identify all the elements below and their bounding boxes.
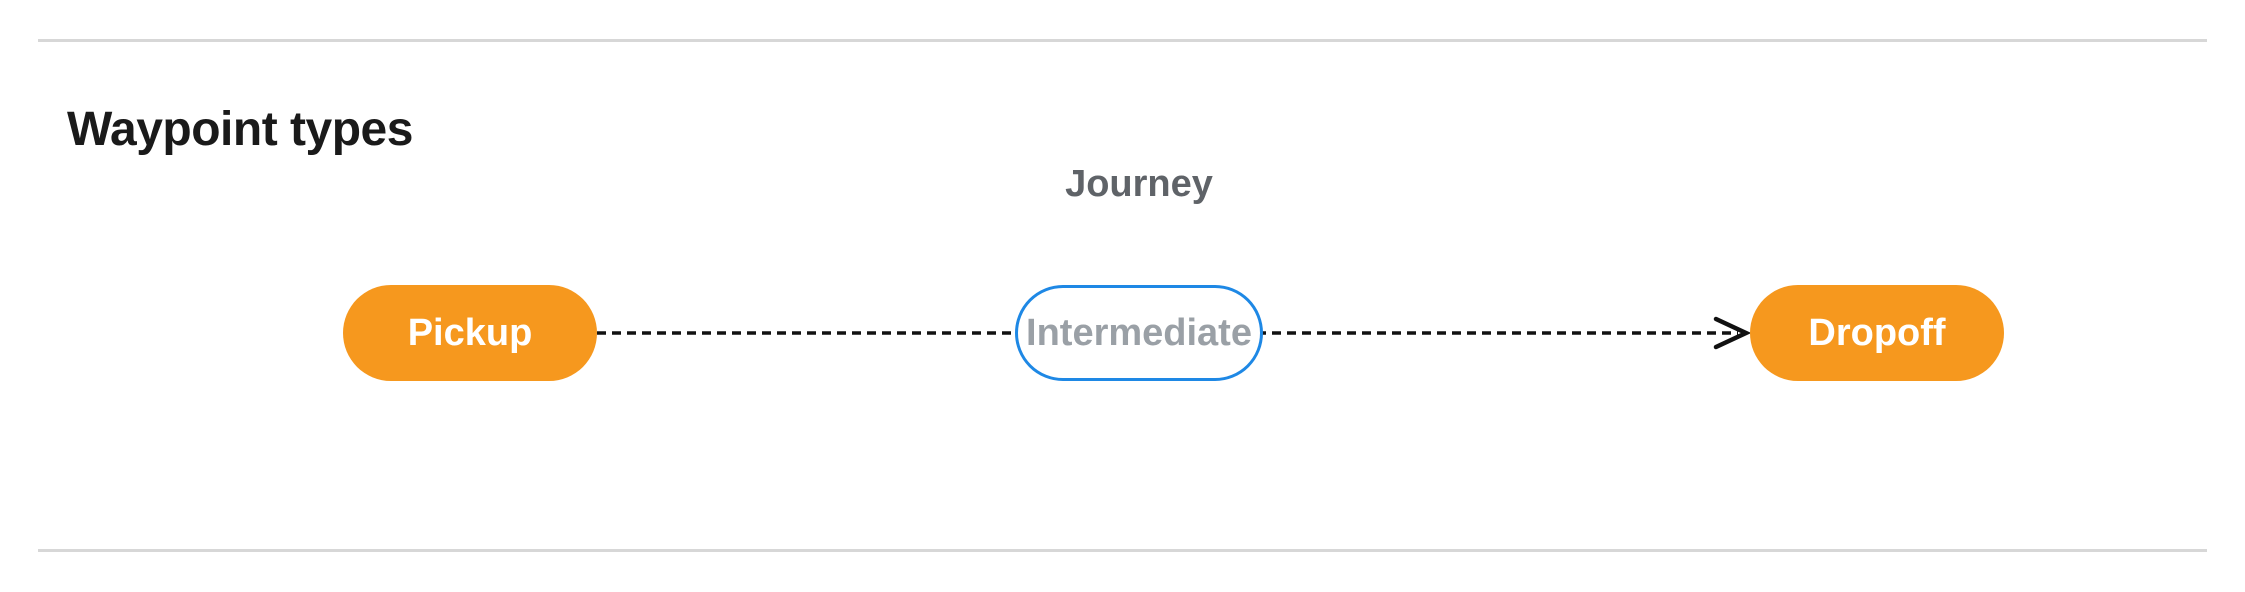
top-divider [38, 39, 2207, 42]
arrowhead-icon [1713, 316, 1752, 350]
node-intermediate-label: Intermediate [1026, 311, 1252, 354]
node-intermediate: Intermediate [1015, 285, 1263, 381]
bottom-divider [38, 549, 2207, 552]
page-title: Waypoint types [67, 102, 413, 156]
node-dropoff-label: Dropoff [1808, 311, 1946, 354]
node-dropoff: Dropoff [1750, 285, 2004, 381]
journey-label: Journey [1065, 163, 1213, 205]
node-pickup-label: Pickup [407, 311, 533, 354]
node-pickup: Pickup [343, 285, 597, 381]
